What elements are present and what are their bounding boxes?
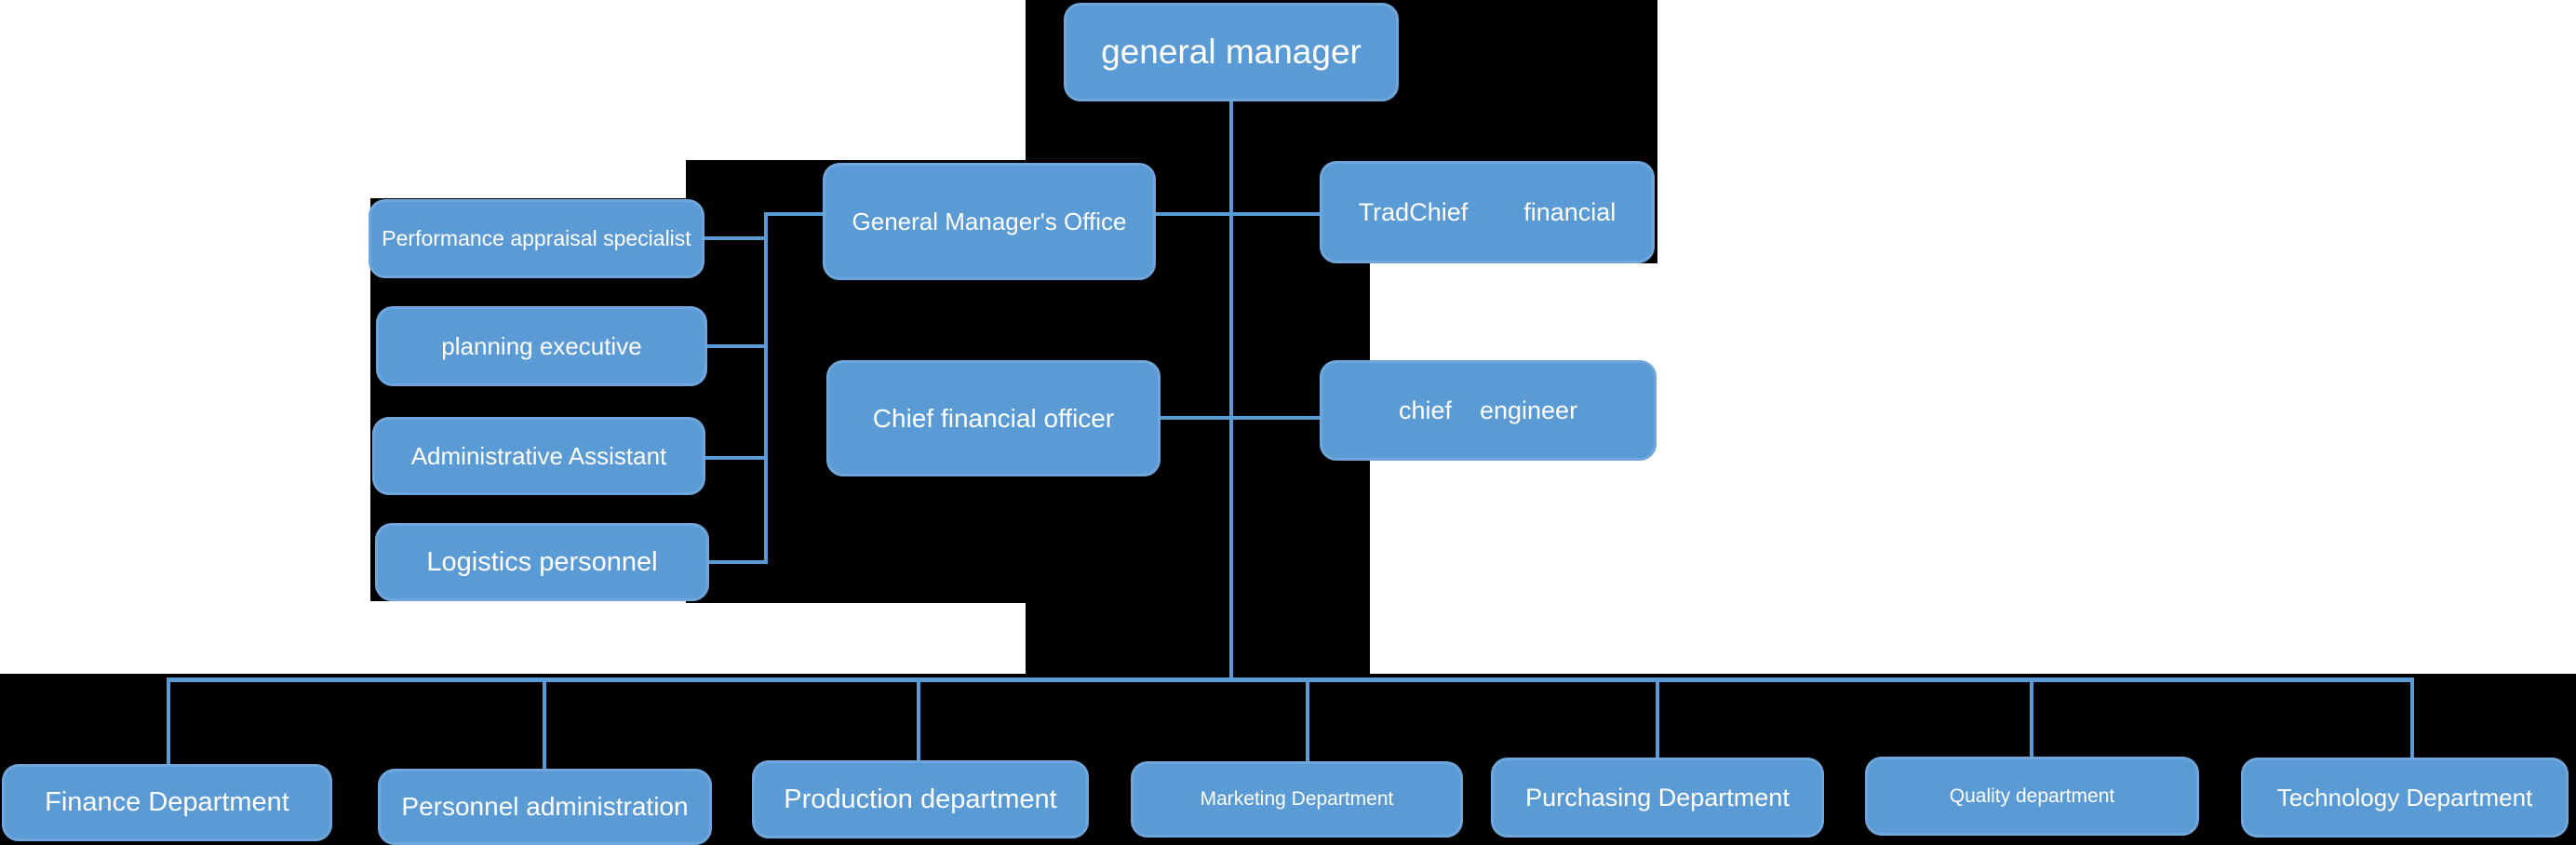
connector-drop-technology bbox=[2410, 677, 2414, 759]
node-marketing-department[interactable]: Marketing Department bbox=[1131, 761, 1463, 838]
node-chief-financial-officer[interactable]: Chief financial officer bbox=[826, 360, 1161, 476]
connector-drop-production bbox=[917, 677, 920, 762]
node-general-managers-office-label: General Manager's Office bbox=[852, 207, 1127, 235]
node-chief-engineer[interactable]: chief engineer bbox=[1320, 360, 1657, 461]
node-technology-department-label: Technology Department bbox=[2276, 783, 2533, 811]
node-quality-department[interactable]: Quality department bbox=[1865, 757, 2199, 836]
node-marketing-department-label: Marketing Department bbox=[1200, 788, 1394, 810]
node-finance-department[interactable]: Finance Department bbox=[2, 764, 332, 841]
connector-drop-personnel bbox=[543, 677, 546, 770]
node-general-manager[interactable]: general manager bbox=[1064, 3, 1399, 101]
node-technology-department[interactable]: Technology Department bbox=[2241, 758, 2569, 838]
node-quality-department-label: Quality department bbox=[1949, 785, 2115, 807]
node-administrative-assistant-label: Administrative Assistant bbox=[410, 441, 667, 470]
node-finance-department-label: Finance Department bbox=[45, 787, 289, 817]
node-administrative-assistant[interactable]: Administrative Assistant bbox=[372, 417, 705, 495]
connector-drop-finance bbox=[167, 677, 170, 766]
node-trad-chief-financial[interactable]: TradChief financial bbox=[1320, 161, 1655, 263]
node-personnel-administration-label: Personnel administration bbox=[401, 792, 689, 821]
connector-stub-admin bbox=[703, 456, 768, 460]
node-planning-executive[interactable]: planning executive bbox=[376, 306, 707, 386]
node-performance-appraisal-specialist-label: Performance appraisal specialist bbox=[382, 226, 691, 250]
connector-stub-planning bbox=[703, 344, 768, 348]
node-personnel-administration[interactable]: Personnel administration bbox=[378, 769, 712, 845]
connector-drop-marketing bbox=[1306, 677, 1309, 763]
node-production-department[interactable]: Production department bbox=[752, 760, 1089, 838]
node-purchasing-department[interactable]: Purchasing Department bbox=[1491, 758, 1824, 838]
connector-stub-logistics bbox=[707, 560, 768, 564]
connector-row2-horizontal bbox=[1159, 416, 1322, 420]
connector-staff-bracket bbox=[764, 212, 768, 564]
node-general-managers-office[interactable]: General Manager's Office bbox=[823, 163, 1156, 280]
connector-drop-quality bbox=[2030, 677, 2033, 758]
connector-departments-rail bbox=[168, 677, 2414, 682]
connector-root-vertical bbox=[1229, 101, 1233, 680]
node-logistics-personnel[interactable]: Logistics personnel bbox=[375, 523, 709, 601]
node-performance-appraisal-specialist[interactable]: Performance appraisal specialist bbox=[369, 199, 704, 278]
node-chief-financial-officer-label: Chief financial officer bbox=[872, 403, 1115, 433]
node-general-manager-label: general manager bbox=[1101, 33, 1362, 71]
connector-stub-performance bbox=[703, 236, 768, 240]
node-purchasing-department-label: Purchasing Department bbox=[1525, 783, 1790, 811]
connector-drop-purchasing bbox=[1656, 677, 1659, 759]
node-planning-executive-label: planning executive bbox=[441, 331, 642, 360]
node-chief-engineer-label: chief engineer bbox=[1398, 396, 1578, 424]
node-logistics-personnel-label: Logistics personnel bbox=[426, 546, 658, 577]
node-production-department-label: Production department bbox=[784, 784, 1057, 814]
node-trad-chief-financial-label: TradChief financial bbox=[1358, 197, 1617, 226]
